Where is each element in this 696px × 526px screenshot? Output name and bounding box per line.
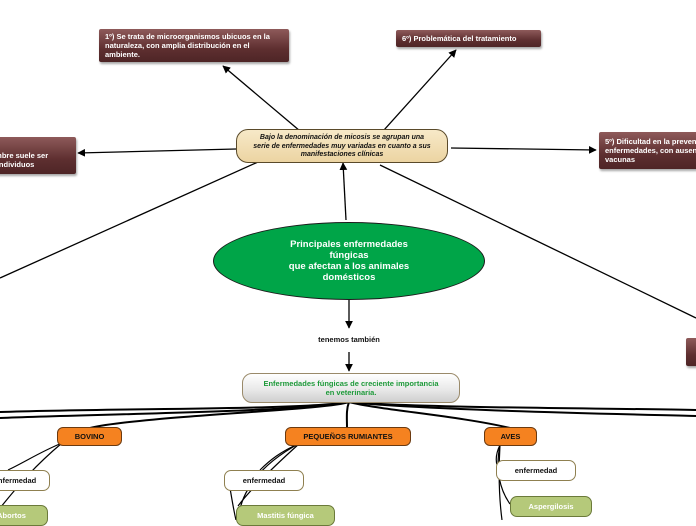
category-bovino-label: BOVINO bbox=[74, 432, 105, 441]
disease-link-bovino-text: enfermedad bbox=[0, 476, 37, 485]
category-aves[interactable]: AVES bbox=[484, 427, 537, 446]
disease-link-rumiantes-text: enfermedad bbox=[242, 476, 286, 485]
point-1-text: 1º) Se trata de microorganismos ubicuos … bbox=[105, 32, 270, 59]
left-partial-box[interactable]: hombre suele ser en individuos bbox=[0, 137, 76, 174]
left-partial-text: hombre suele ser en individuos bbox=[0, 151, 49, 169]
linker-text: tenemos también bbox=[318, 335, 380, 344]
central-topic-text: Principales enfermedades fúngicas que af… bbox=[288, 239, 410, 283]
disease-abortos[interactable]: Abortos bbox=[0, 505, 48, 526]
point-1-box[interactable]: 1º) Se trata de microorganismos ubicuos … bbox=[99, 29, 289, 62]
category-bovino[interactable]: BOVINO bbox=[57, 427, 122, 446]
category-rumiantes-label: PEQUEÑOS RUMIANTES bbox=[303, 432, 393, 441]
disease-link-bovino[interactable]: enfermedad bbox=[0, 470, 50, 491]
right-partial-box[interactable] bbox=[686, 338, 696, 366]
emerging-diseases-text: Enfermedades fúngicas de creciente impor… bbox=[263, 379, 439, 397]
disease-link-rumiantes[interactable]: enfermedad bbox=[224, 470, 304, 491]
disease-mastitis-label: Mastitis fúngica bbox=[257, 511, 314, 520]
emerging-diseases-box[interactable]: Enfermedades fúngicas de creciente impor… bbox=[242, 373, 460, 403]
micosis-definition-text: Bajo la denominación de micosis se agrup… bbox=[253, 134, 431, 158]
disease-aspergilosis-label: Aspergilosis bbox=[528, 502, 574, 511]
category-aves-label: AVES bbox=[500, 432, 521, 441]
disease-mastitis[interactable]: Mastitis fúngica bbox=[236, 505, 335, 526]
central-topic[interactable]: Principales enfermedades fúngicas que af… bbox=[213, 222, 485, 300]
micosis-definition-box[interactable]: Bajo la denominación de micosis se agrup… bbox=[236, 129, 448, 163]
point-5-box[interactable]: 5º) Dificultad en la prevención de enfer… bbox=[599, 132, 696, 169]
linker-label: tenemos también bbox=[299, 335, 399, 344]
point-6-box[interactable]: 6º) Problemática del tratamiento bbox=[396, 30, 541, 47]
category-pequenos-rumiantes[interactable]: PEQUEÑOS RUMIANTES bbox=[285, 427, 411, 446]
point-6-text: 6º) Problemática del tratamiento bbox=[402, 34, 517, 43]
disease-aspergilosis[interactable]: Aspergilosis bbox=[510, 496, 592, 517]
disease-link-aves-text: enfermedad bbox=[514, 466, 558, 475]
disease-link-aves[interactable]: enfermedad bbox=[496, 460, 576, 481]
point-5-text: 5º) Dificultad en la prevención de enfer… bbox=[605, 137, 696, 164]
disease-abortos-label: Abortos bbox=[0, 511, 26, 520]
